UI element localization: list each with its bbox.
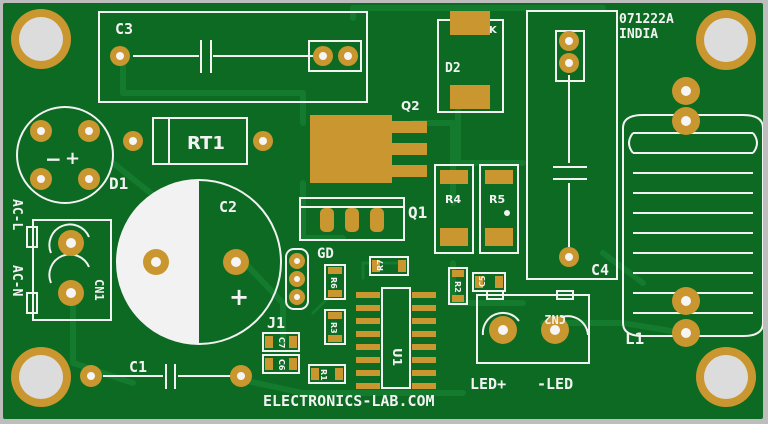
c3-label: C3 <box>115 20 133 38</box>
r3-resistor: R3 <box>324 309 346 345</box>
r3-label: R3 <box>329 322 338 334</box>
c7-capacitor: C7 <box>262 332 300 352</box>
r1-resistor: R1 <box>308 364 346 384</box>
r5-label: R5 <box>489 193 505 206</box>
cn1-connector: AC-L AC-N CN1 <box>9 199 112 321</box>
r7-label: R7 <box>376 259 385 271</box>
c5-label: C5 <box>478 275 487 287</box>
led-plus-label: LED+ <box>470 375 506 393</box>
l1-inductor: L1 <box>622 77 764 348</box>
origin-text: INDIA <box>619 27 658 42</box>
r2-resistor: R2 <box>448 267 468 305</box>
q2-label: Q2 <box>401 99 420 113</box>
q1-transistor: Q1 <box>299 197 427 241</box>
r5-resistor: R5 <box>479 164 519 254</box>
l1-label: L1 <box>625 329 644 348</box>
mount-hole-bottom-left <box>11 347 71 407</box>
mount-hole-top-left <box>11 9 71 69</box>
c2-label: C2 <box>219 198 237 216</box>
u1-label: U1 <box>390 348 404 366</box>
j1-label: J1 <box>267 314 285 332</box>
pcb-layout: C3 D2 K 071222A INDIA C4 <box>9 5 764 410</box>
d2-label: D2 <box>445 61 461 76</box>
gd-label: GD <box>317 246 334 262</box>
u1-ic: U1 <box>356 287 436 389</box>
c6-capacitor: C6 <box>262 354 300 374</box>
cn2-connector: CN2 LED+ -LED <box>470 290 590 393</box>
date-code: 071222A <box>619 12 674 27</box>
led-minus-label: -LED <box>537 375 573 393</box>
rt1-thermistor: RT1 <box>123 117 273 165</box>
ac-n-label: AC-N <box>9 265 24 296</box>
c3-capacitor: C3 <box>98 11 368 103</box>
d1-minus: − <box>45 147 62 171</box>
r2-label: R2 <box>453 281 462 293</box>
c4-label: C4 <box>591 261 609 279</box>
c4-capacitor: C4 <box>526 10 618 280</box>
c1-capacitor: C1 <box>80 358 252 389</box>
cn1-label: CN1 <box>92 279 106 301</box>
mount-hole-top-right <box>696 10 756 70</box>
r4-label: R4 <box>445 193 461 206</box>
c6-label: C6 <box>277 359 286 371</box>
c2-plus: + <box>229 283 249 311</box>
cn2-label: CN2 <box>544 312 566 326</box>
q2-transistor: Q2 <box>310 99 427 183</box>
r6-resistor: R6 <box>324 264 346 300</box>
mount-hole-bottom-right <box>696 347 756 407</box>
rt1-label: RT1 <box>187 133 225 154</box>
pcb-board: C3 D2 K 071222A INDIA C4 <box>3 3 764 419</box>
d1-plus: + <box>65 148 80 169</box>
r1-label: R1 <box>319 369 328 381</box>
d1-bridge-rectifier: − + D1 <box>16 106 128 204</box>
d2-diode: D2 K <box>437 11 504 113</box>
r4-resistor: R4 <box>434 164 474 254</box>
c1-label: C1 <box>129 358 147 376</box>
r6-label: R6 <box>329 277 338 289</box>
website-label: ELECTRONICS-LAB.COM <box>263 392 435 410</box>
r7-resistor: R7 <box>369 256 409 276</box>
ac-l-label: AC-L <box>9 199 24 230</box>
d1-label: D1 <box>109 174 128 193</box>
c5-capacitor: C5 <box>472 272 506 292</box>
q1-label: Q1 <box>408 203 427 222</box>
c7-label: C7 <box>277 337 286 348</box>
c2-capacitor: C2 + <box>116 179 282 345</box>
mounting-holes <box>11 9 756 407</box>
j1-header: GD J1 <box>267 246 334 332</box>
d2-cathode-mark: K <box>489 25 498 36</box>
